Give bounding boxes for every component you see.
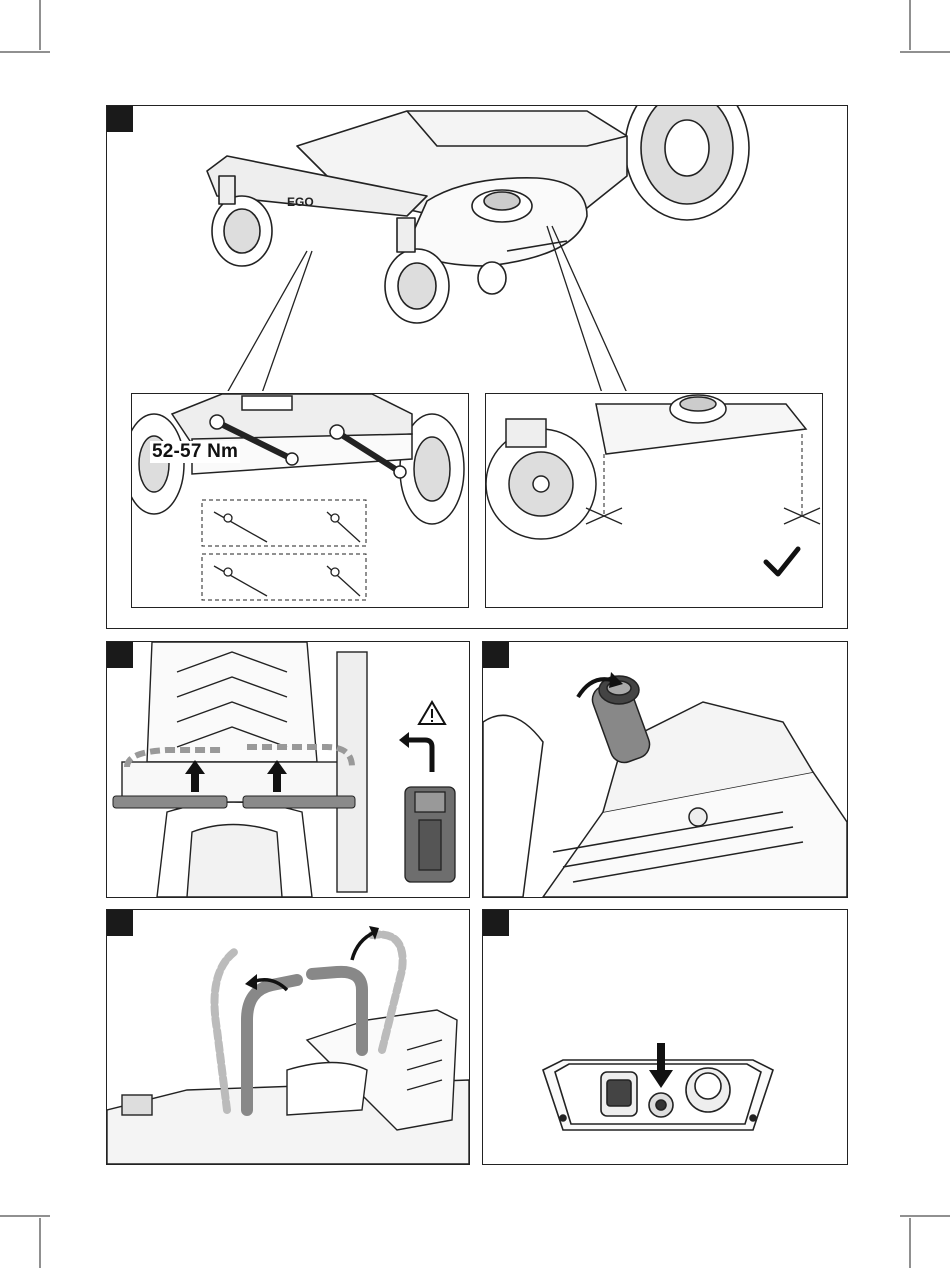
deck-level-illustration (486, 394, 822, 607)
knob-icon (589, 676, 654, 766)
figure-2-panel (106, 641, 470, 898)
control-panel-illustration (483, 910, 847, 1164)
figure-3-panel (482, 641, 848, 898)
torque-spec-label: 52-57 Nm (150, 441, 240, 463)
figure-1-panel: EGO (106, 105, 848, 629)
battery-pack-icon (405, 787, 455, 882)
cross-mark-icon (586, 508, 820, 524)
mower-overview-illustration: EGO (107, 106, 847, 391)
brand-logo: EGO (287, 195, 314, 209)
check-icon (766, 549, 798, 574)
figure-5-panel (482, 909, 848, 1165)
cap-removal-illustration (483, 642, 847, 897)
inset-deck-level-detail (485, 393, 823, 608)
seat-lift-illustration (107, 642, 469, 897)
inset-torque-detail: 52-57 Nm (131, 393, 469, 608)
torque-detail-illustration (132, 394, 468, 607)
figure-4-panel (106, 909, 470, 1165)
lap-bar-illustration (107, 910, 469, 1164)
